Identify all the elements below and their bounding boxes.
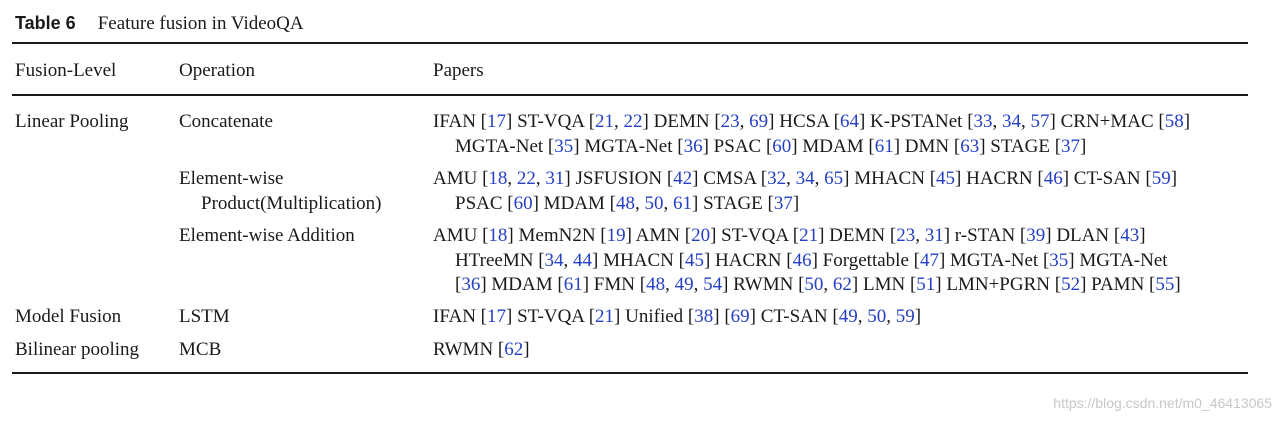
reference-link[interactable]: 54 [703,274,723,295]
reference-link[interactable]: 42 [673,168,693,189]
reference-link[interactable]: 17 [487,111,507,132]
reference-link[interactable]: 49 [838,306,858,327]
header-papers: Papers [433,60,484,81]
reference-link[interactable]: 34 [795,168,815,189]
reference-link[interactable]: 18 [488,168,508,189]
reference-link[interactable]: 38 [694,306,714,327]
reference-link[interactable]: 69 [749,111,769,132]
table-label: Table 6 [15,13,76,33]
reference-link[interactable]: 31 [545,168,565,189]
reference-link[interactable]: 22 [623,111,643,132]
reference-link[interactable]: 63 [960,136,980,157]
reference-link[interactable]: 48 [616,193,635,214]
reference-link[interactable]: 60 [513,193,533,214]
reference-link[interactable]: 59 [895,306,915,327]
reference-link[interactable]: 35 [1049,250,1069,271]
reference-link[interactable]: 37 [773,193,793,214]
row-fusion-level: Bilinear pooling [15,339,140,360]
reference-link[interactable]: 32 [767,168,787,189]
reference-link[interactable]: 62 [832,274,852,295]
reference-link[interactable]: 21 [799,225,819,246]
reference-link[interactable]: 31 [924,225,944,246]
reference-link[interactable]: 20 [691,225,711,246]
reference-link[interactable]: 33 [973,111,993,132]
reference-link[interactable]: 61 [673,193,692,214]
reference-link[interactable]: 69 [730,306,750,327]
reference-link[interactable]: 61 [874,136,894,157]
reference-link[interactable]: 21 [595,306,615,327]
row-fusion-level: Model Fusion [15,306,122,327]
reference-link[interactable]: 45 [684,250,704,271]
bottom-rule [12,372,1248,374]
row-operation: Element-wise [179,168,284,189]
reference-link[interactable]: 37 [1061,136,1081,157]
row-fusion-level: Linear Pooling [15,111,129,132]
papers-line: IFAN [17] ST-VQA [21, 22] DEMN [23, 69] … [433,111,1191,132]
papers-line: RWMN [62] [433,339,530,360]
header-rule [12,94,1248,96]
reference-link[interactable]: 44 [573,250,593,271]
papers-line: AMU [18] MemN2N [19] AMN [20] ST-VQA [21… [433,225,1146,246]
reference-link[interactable]: 22 [516,168,536,189]
reference-link[interactable]: 23 [896,225,916,246]
papers-line: [36] MDAM [61] FMN [48, 49, 54] RWMN [50… [455,274,1181,295]
reference-link[interactable]: 65 [824,168,844,189]
papers-line: IFAN [17] ST-VQA [21] Unified [38] [69] … [433,306,922,327]
reference-link[interactable]: 17 [487,306,507,327]
reference-link[interactable]: 45 [936,168,956,189]
reference-link[interactable]: 64 [839,111,859,132]
reference-link[interactable]: 39 [1026,225,1046,246]
reference-link[interactable]: 34 [544,250,564,271]
row-operation: LSTM [179,306,230,327]
reference-link[interactable]: 49 [674,274,694,295]
reference-link[interactable]: 62 [504,339,524,360]
reference-link[interactable]: 19 [606,225,626,246]
papers-line: HTreeMN [34, 44] MHACN [45] HACRN [46] F… [455,250,1168,271]
reference-link[interactable]: 60 [772,136,792,157]
reference-link[interactable]: 55 [1155,274,1175,295]
reference-link[interactable]: 59 [1151,168,1171,189]
top-rule [12,42,1248,44]
row-operation-continued: Product(Multiplication) [201,193,382,214]
row-operation: Concatenate [179,111,273,132]
reference-link[interactable]: 43 [1120,225,1140,246]
reference-link[interactable]: 57 [1030,111,1050,132]
reference-link[interactable]: 52 [1061,274,1081,295]
reference-link[interactable]: 21 [595,111,615,132]
reference-link[interactable]: 48 [646,274,666,295]
reference-link[interactable]: 18 [488,225,508,246]
reference-link[interactable]: 23 [720,111,740,132]
reference-link[interactable]: 36 [461,274,481,295]
table-caption: Table 6 Feature fusion in VideoQA [15,13,304,35]
reference-link[interactable]: 50 [644,193,664,214]
reference-link[interactable]: 47 [919,250,939,271]
papers-line: PSAC [60] MDAM [48, 50, 61] STAGE [37] [455,193,800,214]
watermark: https://blog.csdn.net/m0_46413065 [1053,395,1272,411]
row-operation: Element-wise Addition [179,225,355,246]
reference-link[interactable]: 58 [1164,111,1184,132]
reference-link[interactable]: 46 [792,250,812,271]
reference-link[interactable]: 51 [916,274,936,295]
reference-link[interactable]: 34 [1002,111,1022,132]
header-operation: Operation [179,60,255,81]
papers-line: AMU [18, 22, 31] JSFUSION [42] CMSA [32,… [433,168,1178,189]
row-operation: MCB [179,339,222,360]
reference-link[interactable]: 36 [683,136,703,157]
papers-line: MGTA-Net [35] MGTA-Net [36] PSAC [60] MD… [455,136,1087,157]
reference-link[interactable]: 35 [554,136,574,157]
reference-link[interactable]: 46 [1043,168,1063,189]
reference-link[interactable]: 61 [563,274,583,295]
reference-link[interactable]: 50 [867,306,887,327]
reference-link[interactable]: 50 [804,274,824,295]
table-title: Feature fusion in VideoQA [97,13,304,34]
header-fusion-level: Fusion-Level [15,60,117,81]
